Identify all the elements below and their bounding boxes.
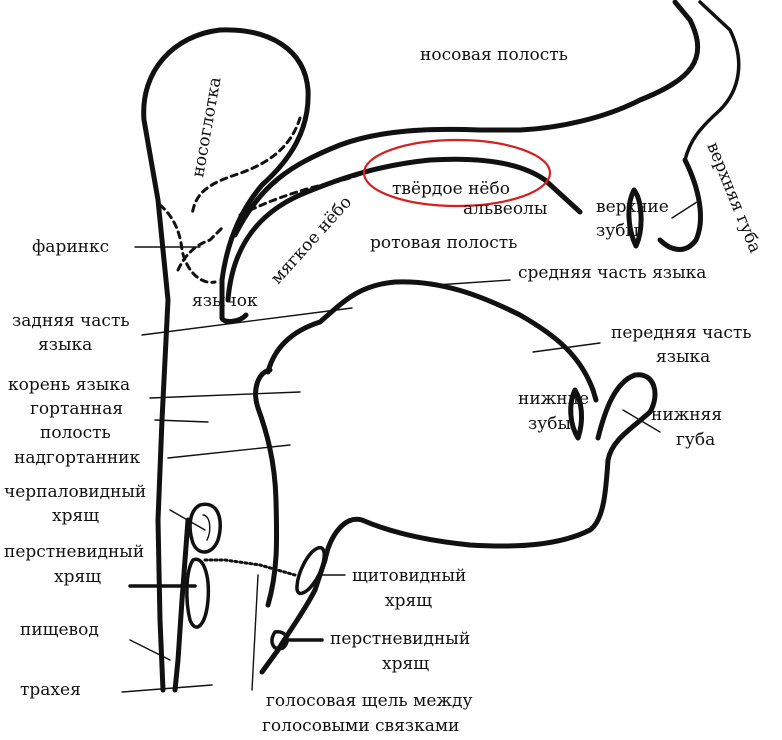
anterior-esophagus-wall [172,517,191,693]
leader-glottis [251,574,259,691]
label-tongue-root: корень языка [8,375,130,395]
label-trachea: трахея [20,680,81,700]
label-upper-teeth-2: зубы [596,221,639,241]
leader-back-tongue [141,307,353,336]
lower-tooth-shape [568,387,585,441]
arytenoid-cartilage [188,502,222,554]
label-lower-teeth-2: зубы [528,414,571,434]
label-alveoli: альвеолы [463,199,547,219]
labels: носовая полость носоглотка верхняя губа … [4,45,765,736]
label-mid-tongue: средняя часть языка [518,263,706,283]
leader-esophagus [129,639,171,661]
velum-dashed-lines [158,116,372,284]
label-lower-lip-2: губа [676,430,715,450]
leader-tongue-root [149,391,301,399]
label-cricoid-right-2: хрящ [382,654,429,674]
epiglottis-shape [253,367,280,608]
label-thyroid-1: щитовидный [352,566,466,586]
leader-epiglottis [167,444,291,459]
lower-lip-jaw [312,372,658,593]
label-uvula: язычок [192,291,258,311]
label-lower-teeth-1: нижние [518,389,589,409]
label-upper-lip: верхняя губа [702,139,765,256]
palate-upper-line [232,0,701,238]
label-cricoid-right-1: перстневидный [330,629,470,649]
anatomy-outlines [141,0,741,693]
tongue-outline [265,279,599,403]
label-esophagus: пищевод [20,620,99,640]
label-hard-palate: твёрдое нёбо [392,179,510,199]
cricoid-cartilage-left [185,557,211,629]
label-larynx-cavity-2: полость [40,423,111,443]
upper-tooth-shape [626,187,644,249]
label-arytenoid-2: хрящ [52,506,99,526]
label-pharynx: фаринкс [32,237,109,257]
leader-arytenoid [169,509,206,531]
pharynx-back-wall [141,27,311,693]
nasal-inner-line [683,0,741,162]
label-back-tongue-2: языка [38,335,92,355]
leader-lower-lip [622,409,661,433]
hard-palate-highlight [362,138,552,208]
thyroid-cartilage [295,546,326,596]
label-cricoid-left-1: перстневидный [4,542,144,562]
label-back-tongue-1: задняя часть [12,311,130,331]
label-cricoid-left-2: хрящ [54,567,101,587]
cricoid-cartilage-right [270,630,289,651]
label-nasopharynx: носоглотка [188,75,225,178]
label-arytenoid-1: черпаловидный [4,482,146,502]
label-oral-cavity: ротовая полость [370,233,517,253]
label-thyroid-2: хрящ [385,591,432,611]
label-front-tongue-1: передняя часть [611,323,752,343]
label-upper-teeth-1: верхние [596,197,669,217]
glottis-dotted-line [203,558,297,577]
upper-lip-shape [657,157,703,252]
label-larynx-cavity-1: гортанная [30,399,123,419]
leader-larynx-cavity [154,419,209,423]
leader-mid-tongue [435,279,511,286]
leader-upper-lip [671,199,701,219]
label-front-tongue-2: языка [656,347,710,367]
leader-lines [121,199,701,693]
label-nasal-cavity: носовая полость [420,45,568,65]
leader-trachea [121,684,213,693]
label-glottis-2: голосовыми связками [262,716,459,736]
label-epiglottis: надгортанник [14,448,140,468]
leader-front-tongue [532,342,601,353]
label-glottis-1: голосовая щель между [266,691,472,711]
label-lower-lip-1: нижняя [651,405,722,425]
